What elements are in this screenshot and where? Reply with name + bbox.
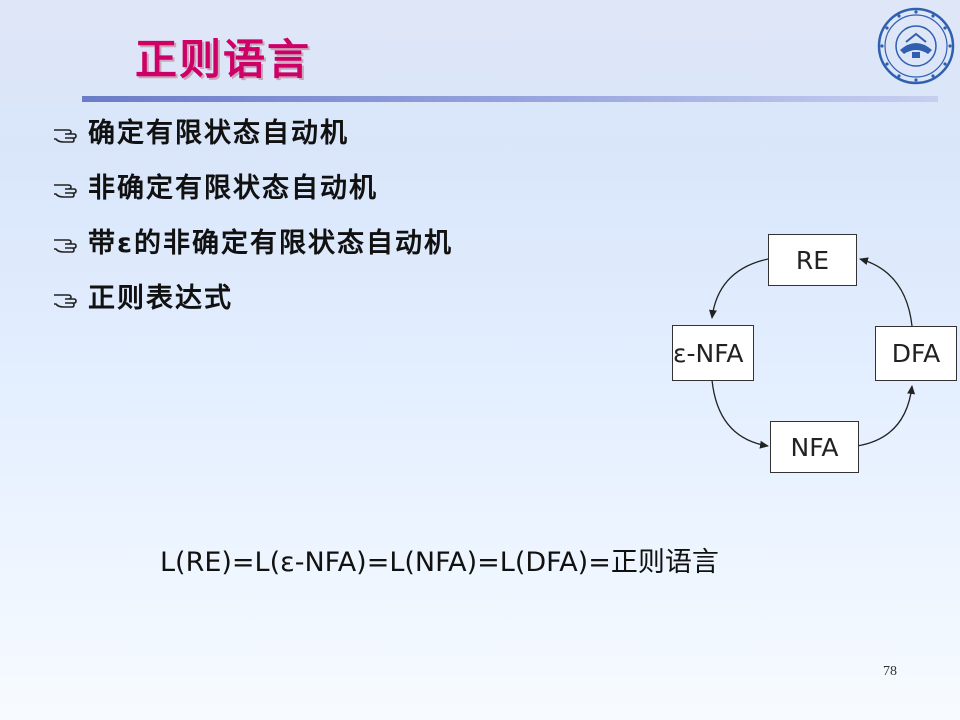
bullet-item: 正则表达式 [52,271,453,326]
node-dfa: DFA [875,326,957,381]
bullet-item: 非确定有限状态自动机 [52,161,453,216]
pointing-hand-icon [54,238,77,253]
node-nfa: NFA [770,421,859,473]
bullet-item: 确定有限状态自动机 [52,106,453,161]
slide-title: 正则语言 [135,35,312,84]
pointing-hand-icon [54,128,77,143]
node-re: RE [768,234,857,286]
university-seal-logo [877,7,955,85]
arrow-nfa-to-dfa [856,385,916,447]
bullet-text: 带ε的非确定有限状态自动机 [88,227,454,259]
bullet-item: 带ε的非确定有限状态自动机 [52,216,453,271]
arrow-dfa-to-re [859,257,913,327]
bullet-list: 确定有限状态自动机 非确定有限状态自动机 带ε的非确定有限状态自动机 正则表达式 [52,106,453,326]
arrow-eps-nfa-to-nfa [711,379,769,449]
bullet-text: 非确定有限状态自动机 [88,172,378,204]
bullet-text: 确定有限状态自动机 [88,117,349,149]
node-eps-nfa: ε-NFA [672,325,754,381]
pointing-hand-icon [54,293,77,308]
language-equation: L(RE)=L(ε-NFA)=L(NFA)=L(DFA)=正则语言 [160,547,719,578]
bullet-text: 正则表达式 [88,282,233,314]
page-number: 78 [883,664,897,679]
pointing-hand-icon [54,183,77,198]
title-divider [82,96,938,102]
arrow-re-to-eps-nfa [709,258,769,319]
